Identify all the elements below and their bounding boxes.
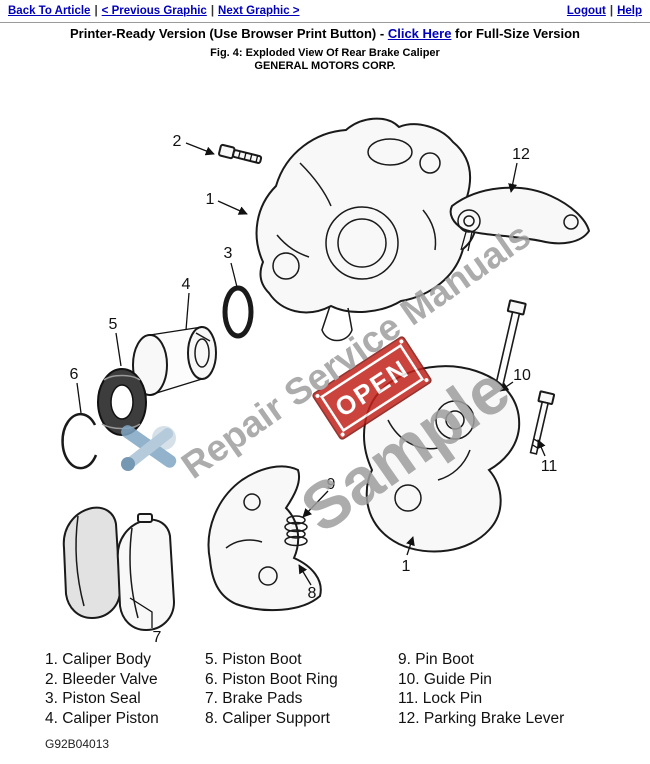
callout-2: 2 <box>173 133 182 150</box>
callout-5: 5 <box>109 316 118 333</box>
page-title: Printer-Ready Version (Use Browser Print… <box>0 26 650 41</box>
legend-item: 2. Bleeder Valve <box>45 670 158 688</box>
callout-1-bottom: 1 <box>402 558 411 575</box>
callout-3: 3 <box>224 245 233 262</box>
nav-right: Logout|Help <box>567 5 642 17</box>
part-parking-brake-lever <box>449 186 591 252</box>
legend-item: 7. Brake Pads <box>205 690 303 707</box>
nav-separator: | <box>609 5 614 17</box>
part-piston-boot-ring <box>61 412 98 470</box>
legend-item: 8. Caliper Support <box>205 709 330 727</box>
tools-watermark-icon <box>121 425 177 471</box>
part-brake-pads <box>62 506 176 632</box>
callout-4: 4 <box>182 276 191 293</box>
full-size-version-link[interactable]: Click Here <box>387 26 452 41</box>
brake-caliper-diagram: 2 1 12 3 4 5 6 10 11 9 8 1 7 <box>61 117 591 646</box>
callout-8: 8 <box>308 585 317 602</box>
title-suffix: for Full-Size Version <box>451 26 580 41</box>
part-piston-boot <box>97 368 147 436</box>
nav-left: Back To Article|< Previous Graphic|Next … <box>8 5 300 17</box>
callout-1-top: 1 <box>206 191 215 208</box>
callout-9: 9 <box>327 476 336 493</box>
callout-10: 10 <box>513 367 531 384</box>
legend-item: 11. Lock Pin <box>398 690 483 707</box>
callout-6: 6 <box>70 366 79 383</box>
top-navigation: Back To Article|< Previous Graphic|Next … <box>8 5 642 17</box>
callout-numbers: 2 1 12 3 4 5 6 10 11 9 8 1 7 <box>70 133 558 646</box>
legend-item: 9. Pin Boot <box>398 651 474 668</box>
callout-11: 11 <box>541 458 558 475</box>
part-pin-boot <box>284 515 308 547</box>
legend-column-3: 9. Pin Boot 10. Guide Pin 11. Lock Pin 1… <box>398 650 564 728</box>
next-graphic-link[interactable]: Next Graphic > <box>218 5 300 17</box>
callout-leader-lines <box>76 142 546 628</box>
legend-item: 5. Piston Boot <box>205 651 302 668</box>
title-prefix: Printer-Ready Version (Use Browser Print… <box>69 26 388 41</box>
nav-separator: | <box>210 5 215 17</box>
back-to-article-link[interactable]: Back To Article <box>8 5 91 17</box>
legend-item: 3. Piston Seal <box>45 690 141 707</box>
callout-7: 7 <box>153 629 162 646</box>
parts-legend: 1. Caliper Body 2. Bleeder Valve 3. Pist… <box>45 650 564 728</box>
logout-link[interactable]: Logout <box>566 5 606 17</box>
part-lock-pin <box>529 390 556 455</box>
figure-id: G92B04013 <box>45 737 110 751</box>
legend-column-1: 1. Caliper Body 2. Bleeder Valve 3. Pist… <box>45 650 205 728</box>
divider <box>0 22 650 23</box>
legend-item: 12. Parking Brake Lever <box>398 709 565 727</box>
legend-item: 4. Caliper Piston <box>45 709 159 727</box>
legend-item: 10. Guide Pin <box>398 670 492 688</box>
part-piston-seal <box>222 285 254 339</box>
part-bleeder-valve <box>218 143 263 164</box>
help-link[interactable]: Help <box>617 5 642 17</box>
legend-item: 1. Caliper Body <box>45 651 151 668</box>
legend-column-2: 5. Piston Boot 6. Piston Boot Ring 7. Br… <box>205 650 398 728</box>
nav-separator: | <box>94 5 98 17</box>
callout-12: 12 <box>512 146 530 163</box>
manufacturer-name: GENERAL MOTORS CORP. <box>254 60 396 72</box>
legend-item: 6. Piston Boot Ring <box>205 670 338 688</box>
part-caliper-piston <box>132 326 217 396</box>
previous-graphic-link[interactable]: < Previous Graphic <box>101 5 207 17</box>
figure-caption: Fig. 4: Exploded View Of Rear Brake Cali… <box>210 47 440 59</box>
